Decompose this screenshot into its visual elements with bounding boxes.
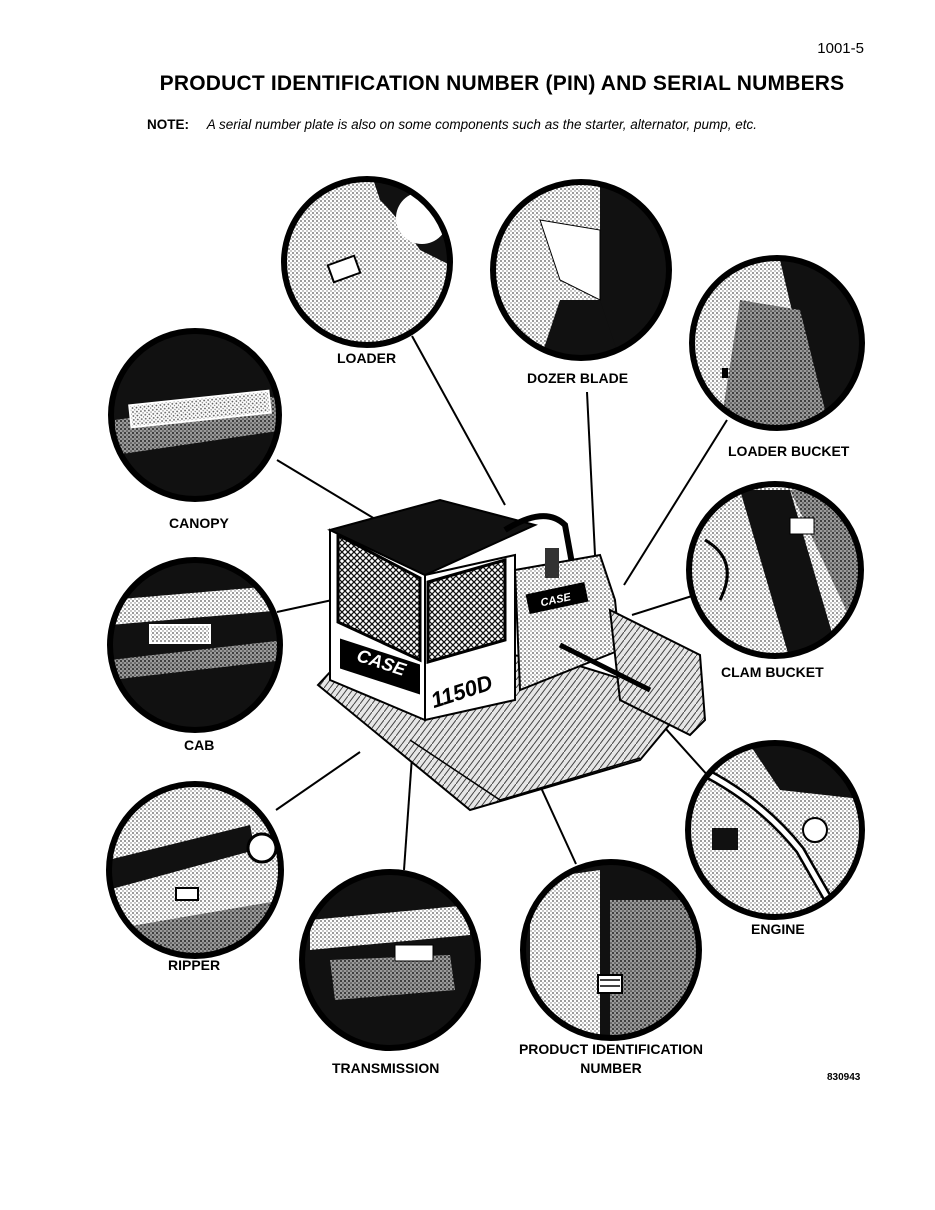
callout-circle-loader-bucket <box>692 258 862 428</box>
label-dozer-blade: DOZER BLADE <box>527 370 629 386</box>
label-loader-bucket: LOADER BUCKET <box>728 443 850 459</box>
note-label: NOTE: <box>147 117 189 132</box>
note: NOTE: A serial number plate is also on s… <box>147 117 757 132</box>
label-loader: LOADER <box>337 350 397 366</box>
bulldozer-illustration: CASE CASE 1150D <box>316 498 707 812</box>
label-clam-bucket: CLAM BUCKET <box>721 664 824 680</box>
callout-circle-ripper <box>109 784 281 956</box>
label-product-identification-number: PRODUCT IDENTIFICATION NUMBER <box>504 1040 718 1078</box>
label-ripper: RIPPER <box>168 957 221 973</box>
page-title: PRODUCT IDENTIFICATION NUMBER (PIN) AND … <box>159 72 845 95</box>
label-pin-line2: NUMBER <box>580 1060 642 1076</box>
figure-id: 830943 <box>827 1072 861 1083</box>
label-cab: CAB <box>184 737 215 753</box>
callout-circle-clam-bucket <box>689 484 861 656</box>
label-transmission: TRANSMISSION <box>332 1060 440 1076</box>
callout-circle-engine <box>688 743 862 917</box>
callout-circle-cab <box>110 560 280 730</box>
label-engine: ENGINE <box>751 921 805 937</box>
label-pin-line1: PRODUCT IDENTIFICATION <box>518 1041 704 1057</box>
page-number: 1001-5 <box>817 40 864 57</box>
label-canopy: CANOPY <box>169 515 229 531</box>
callout-circle-transmission <box>302 872 478 1048</box>
note-text: A serial number plate is also on some co… <box>206 117 758 132</box>
callout-circle-canopy <box>111 331 279 499</box>
